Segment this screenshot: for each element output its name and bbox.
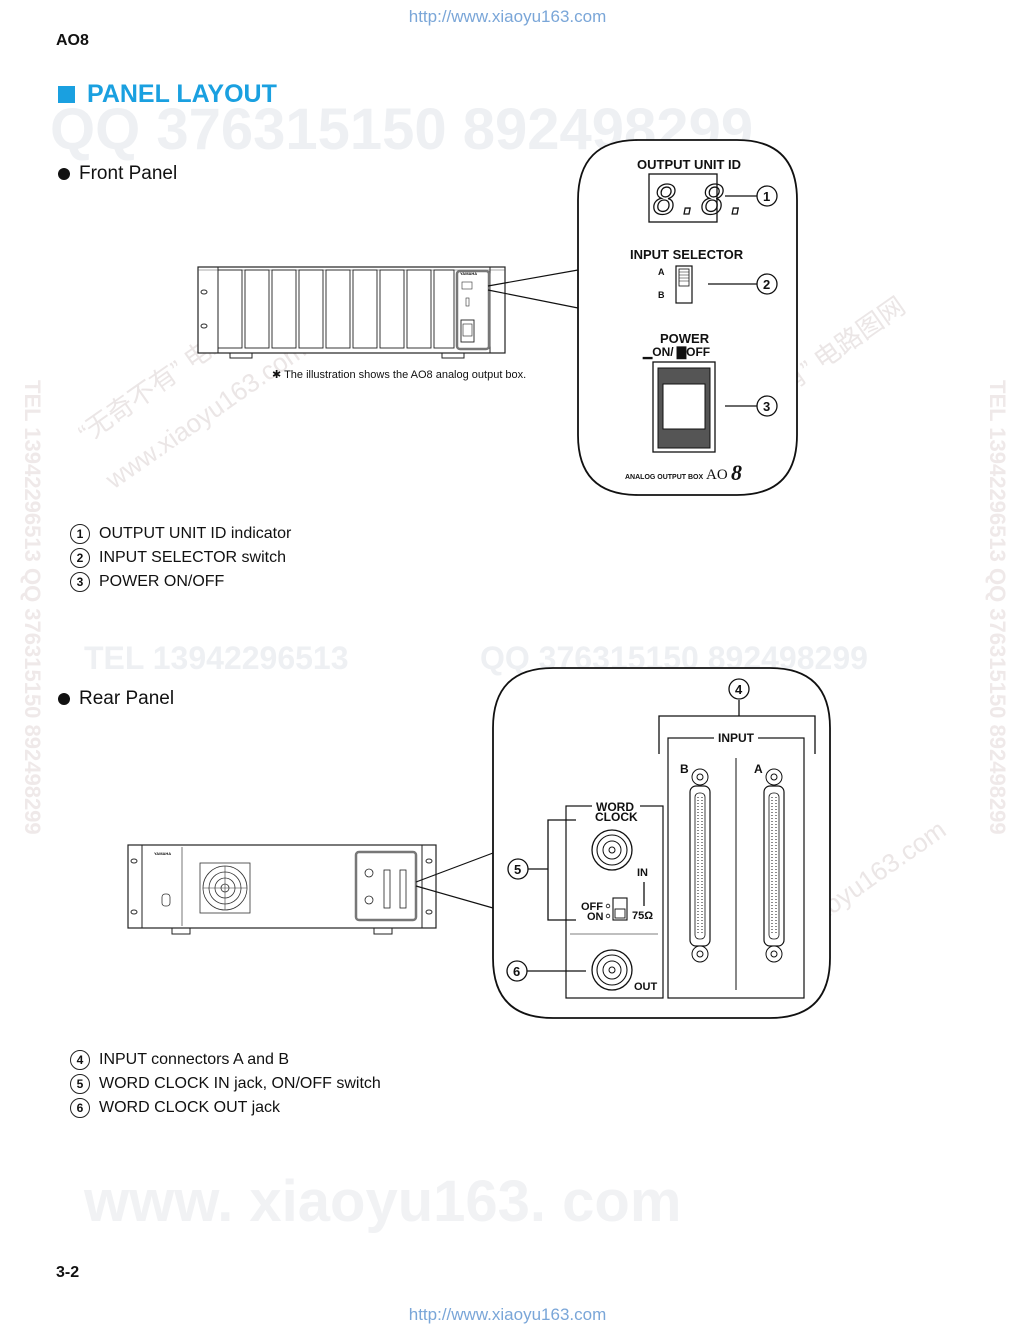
marker-6: 6 [513, 964, 520, 979]
item-number: 2 [70, 548, 90, 568]
out-label: OUT [634, 981, 658, 993]
front-slot-covers [217, 269, 455, 349]
word-label: WORD [596, 800, 634, 814]
item-number: 5 [70, 1074, 90, 1094]
in-label: IN [637, 867, 648, 879]
section-title-text: PANEL LAYOUT [87, 80, 277, 108]
model-logo: AO [706, 467, 728, 483]
watermark-site: www. xiaoyu163. com [84, 1169, 682, 1234]
input-selector-switch[interactable] [675, 265, 693, 304]
marker-2: 2 [763, 277, 770, 292]
list-item: 3 POWER ON/OFF [70, 570, 291, 594]
clock-label: CLOCK [595, 810, 638, 824]
input-label: INPUT [718, 731, 755, 745]
list-item: 5 WORD CLOCK IN jack, ON/OFF switch [70, 1072, 381, 1096]
page-number: 3-2 [56, 1264, 80, 1281]
power-switch[interactable] [652, 361, 716, 453]
off-label: OFF [581, 901, 603, 913]
square-bullet-icon [58, 86, 75, 103]
rear-panel-heading: Rear Panel [58, 688, 174, 710]
marker-1: 1 [763, 189, 770, 204]
output-unit-id-label: OUTPUT UNIT ID [637, 157, 741, 172]
word-clock-in-jack[interactable] [591, 829, 633, 871]
front-panel-list: 1 OUTPUT UNIT ID indicator 2 INPUT SELECTO… [70, 522, 291, 594]
illustration-note: ✱ The illustration shows the AO8 analog … [272, 369, 527, 381]
item-label: INPUT SELECTOR switch [99, 549, 287, 566]
marker-3: 3 [763, 399, 770, 414]
rear-panel-list: 4 INPUT connectors A and B 5 WORD CLOCK IN… [70, 1048, 381, 1120]
front-device-brand: YAMAHA [460, 271, 477, 276]
word-clock-on-off-switch[interactable] [612, 897, 628, 921]
top-url[interactable]: http://www.xiaoyu163.com [408, 7, 607, 26]
list-item: 1 OUTPUT UNIT ID indicator [70, 522, 291, 546]
item-number: 3 [70, 572, 90, 592]
item-label: OUTPUT UNIT ID indicator [99, 525, 292, 542]
impedance-label: 75Ω [632, 910, 653, 922]
item-label: WORD CLOCK OUT jack [99, 1099, 281, 1116]
marker-5-circle [507, 858, 529, 880]
front-panel-heading-text: Front Panel [79, 163, 178, 184]
power-label: POWER [660, 331, 710, 346]
marker-3-circle [756, 395, 778, 417]
marker-4-circle [728, 678, 750, 700]
list-item: 2 INPUT SELECTOR switch [70, 546, 291, 570]
front-panel-heading: Front Panel [58, 163, 177, 185]
front-device: YAMAHA [197, 266, 506, 359]
list-item: 4 INPUT connectors A and B [70, 1048, 381, 1072]
bullet-icon [58, 168, 70, 180]
on-label: ON [587, 911, 604, 923]
input-connector-b[interactable] [689, 768, 711, 963]
output-unit-id-display [648, 173, 718, 223]
bullet-icon [58, 693, 70, 705]
rear-panel-heading-text: Rear Panel [79, 688, 175, 709]
power-states-label: ▁ON/ ▇OFF [642, 345, 710, 360]
input-selector-label: INPUT SELECTOR [630, 247, 744, 262]
display-digits: 8.8. [653, 178, 749, 224]
item-label: INPUT connectors A and B [99, 1051, 290, 1068]
item-number: 6 [70, 1098, 90, 1118]
word-clock-out-jack[interactable] [591, 949, 633, 991]
marker-2-circle [756, 273, 778, 295]
bottom-url[interactable]: http://www.xiaoyu163.com [408, 1305, 607, 1324]
marker-5: 5 [514, 862, 521, 877]
front-panel-diagram: YAMAHA OUTPUT UNIT ID 8.8. 1 INPUT SELEC… [197, 139, 798, 496]
input-connector-a[interactable] [763, 768, 785, 963]
item-number: 1 [70, 524, 90, 544]
list-item: 6 WORD CLOCK OUT jack [70, 1096, 381, 1120]
rear-device-brand: YAMAHA [154, 851, 171, 856]
connector-b-label: B [680, 762, 689, 776]
watermark-side-right: TEL 13942296513 QQ 376315150 892498299 [985, 380, 1010, 835]
rear-device: YAMAHA [127, 844, 437, 935]
brand-label: ANALOG OUTPUT BOX [625, 474, 703, 481]
model-logo-number: 8 [731, 460, 742, 485]
marker-1-circle [756, 185, 778, 207]
power-inlet-icon [161, 893, 171, 907]
fan-grille-icon [199, 862, 251, 914]
item-number: 4 [70, 1050, 90, 1070]
marker-6-circle [506, 960, 528, 982]
model-label: AO8 [56, 32, 89, 49]
watermark-tel: TEL 13942296513 [84, 640, 349, 676]
item-label: POWER ON/OFF [99, 573, 225, 590]
selector-a-label: A [658, 267, 665, 277]
rear-panel-diagram: YAMAHA 4 INPUT B [127, 667, 831, 1019]
watermark-side-left: TEL 13942296513 QQ 376315150 892498299 [20, 380, 45, 835]
connector-a-label: A [754, 762, 763, 776]
selector-b-label: B [658, 290, 665, 300]
marker-4: 4 [735, 682, 743, 697]
section-title: PANEL LAYOUT [58, 80, 277, 109]
item-label: WORD CLOCK IN jack, ON/OFF switch [99, 1075, 381, 1092]
